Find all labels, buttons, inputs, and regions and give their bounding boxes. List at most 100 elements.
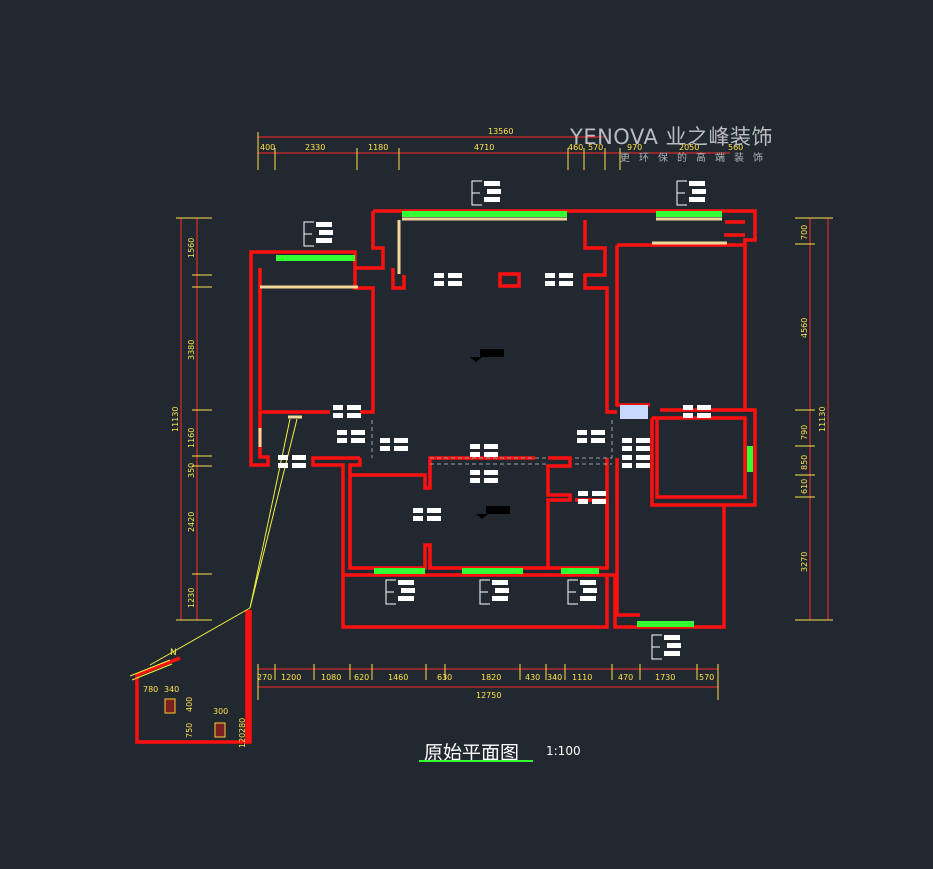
fixture-mark [394,446,408,451]
room-tag-bar [319,230,333,235]
annex-fixtures [164,698,226,738]
dim-bottom: 470 [618,673,633,682]
dim-left: 350 [187,463,196,478]
fixture-mark [470,470,480,475]
fixture-mark [697,405,711,410]
room-tag-bar [401,588,415,593]
fixture-mark [333,413,343,418]
dim-annex: 780 [143,685,158,694]
dim-right: 850 [800,455,809,470]
fixture-mark [622,446,632,451]
dim-top: 1180 [368,143,388,152]
dim-bottom: 1460 [388,673,408,682]
fixture-mark [278,463,288,468]
dim-bottom: 630 [437,673,452,682]
dim-bottom: 1730 [655,673,675,682]
dim-left: 1160 [187,428,196,448]
room-tag-bar [692,189,706,194]
fixture-mark [683,413,693,418]
room-tag-bar [689,181,705,186]
dim-annex: 120 [238,733,247,748]
room-tag-bar [495,588,509,593]
dim-bottom: 570 [699,673,714,682]
fixture-mark [622,463,632,468]
dim-annex: 340 [164,685,179,694]
fixture-mark [559,273,573,278]
fixture-mark [470,452,480,457]
level-marker [486,506,510,514]
fixture-mark [380,438,390,443]
fixture-mark [470,478,480,483]
fixture-mark [592,499,606,504]
room-tag-bar [316,238,332,243]
fixture-mark [278,455,288,460]
fixture-mark [683,405,693,410]
fixture-mark [427,516,441,521]
fixture-mark [636,438,650,443]
fixture-mark [577,438,587,443]
room-tag-bar [398,596,414,601]
fixture-mark [347,405,361,410]
dim-left: 1230 [187,588,196,608]
dim-right: 4560 [800,318,809,338]
fixture-mark [636,455,650,460]
fixture-mark [484,470,498,475]
fixture-mark [448,273,462,278]
room-tag-bar [580,596,596,601]
room-tag-bar [398,580,414,585]
dimension-lines [176,132,833,700]
room-tag-bar [492,580,508,585]
dim-top: 560 [728,143,743,152]
fixture-mark [578,491,588,496]
drawing-scale: 1:100 [546,744,581,758]
fixture-mark [351,438,365,443]
walls [135,209,757,744]
fixture-mark [591,430,605,435]
fixture-mark [434,281,444,286]
fixture-mark [484,452,498,457]
room-tag-icon [303,221,314,247]
fixture-mark [351,430,365,435]
site-lines [129,418,298,681]
drawing-title: 原始平面图 [424,742,520,764]
room-tag-bar [664,635,680,640]
dim-top: 2050 [679,143,699,152]
room-tag-icon [567,579,578,605]
room-tag-icon [676,180,687,206]
fixture-mark [484,444,498,449]
dim-top-total: 13560 [488,127,513,136]
fixture-mark [394,438,408,443]
fixture-mark [578,499,588,504]
dim-top: 4710 [474,143,494,152]
fixture-mark [622,438,632,443]
fixture-mark [292,463,306,468]
dim-bottom: 340 [547,673,562,682]
dim-bottom: 1820 [481,673,501,682]
fixture-mark [470,444,480,449]
fixture-mark [697,413,711,418]
windows [258,211,753,627]
room-tag-bar [580,580,596,585]
dim-bottom: 430 [525,673,540,682]
dim-right: 790 [800,425,809,440]
dim-right: 700 [800,225,809,240]
fixture-mark [622,455,632,460]
brand-logo: YENOVA 业之峰装饰 [570,125,774,149]
fixture-mark [337,430,347,435]
dim-left: 3380 [187,340,196,360]
level-marker [480,349,504,357]
dim-top: 460 [568,143,583,152]
room-tag-bar [689,197,705,202]
fixture-mark [448,281,462,286]
dim-right: 3270 [800,552,809,572]
room-tag-bar [484,197,500,202]
opening-lines [371,420,613,465]
fixture-mark [559,281,573,286]
dim-left: 2420 [187,512,196,532]
dim-bottom: 270 [257,673,272,682]
dim-right: 610 [800,479,809,494]
fixture-mark [333,405,343,410]
fixture-mark [434,273,444,278]
room-tag-bar [667,643,681,648]
